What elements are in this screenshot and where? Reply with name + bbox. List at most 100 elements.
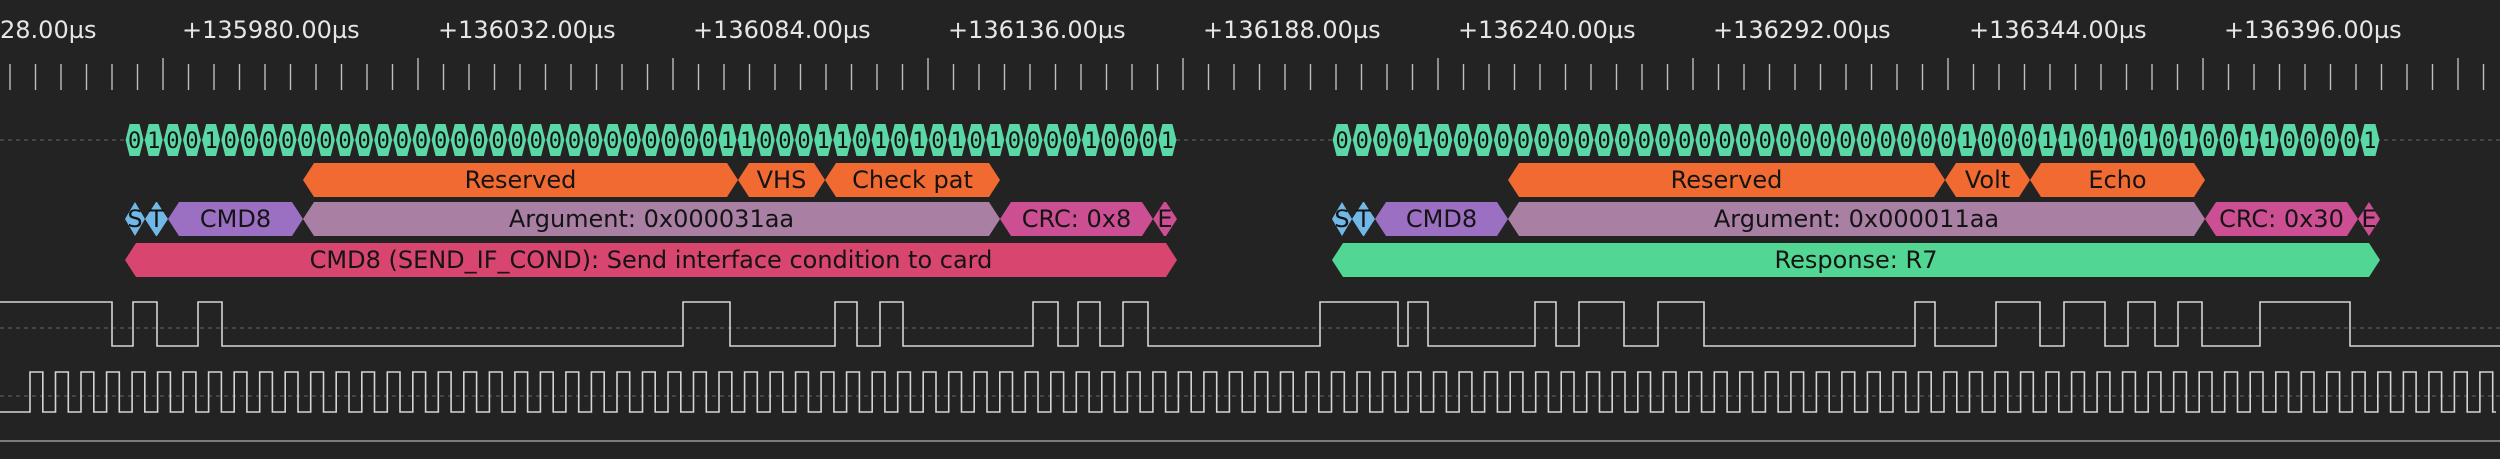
command-index[interactable] — [1375, 202, 1508, 236]
bit-cell[interactable] — [1005, 124, 1024, 156]
packet-annotation[interactable] — [1332, 243, 2380, 277]
bit-cell[interactable] — [833, 124, 852, 156]
crc-field[interactable] — [2205, 202, 2358, 236]
bit-cell[interactable] — [909, 124, 928, 156]
bit-cell[interactable] — [278, 124, 297, 156]
bit-cell[interactable] — [2299, 124, 2319, 156]
field-voltage[interactable] — [1945, 163, 2030, 197]
packet-annotation[interactable] — [125, 243, 1177, 277]
bit-cell[interactable] — [1453, 124, 1473, 156]
bit-cell[interactable] — [1413, 124, 1433, 156]
bit-cell[interactable] — [316, 124, 335, 156]
bit-cell[interactable] — [202, 124, 221, 156]
bit-cell[interactable] — [661, 124, 680, 156]
bit-cell[interactable] — [1675, 124, 1695, 156]
end-bit[interactable] — [1153, 202, 1177, 236]
bit-cell[interactable] — [1513, 124, 1533, 156]
bit-cell[interactable] — [412, 124, 431, 156]
bit-cell[interactable] — [1836, 124, 1856, 156]
bit-cell[interactable] — [603, 124, 622, 156]
bit-cell[interactable] — [1352, 124, 1372, 156]
bit-cell[interactable] — [795, 124, 813, 156]
bit-cell[interactable] — [1062, 124, 1081, 156]
bit-cell[interactable] — [852, 124, 871, 156]
bit-cell[interactable] — [125, 124, 144, 156]
bit-cell[interactable] — [336, 124, 354, 156]
bit-cell[interactable] — [1997, 124, 2017, 156]
command-index[interactable] — [168, 202, 303, 236]
bit-cell[interactable] — [1043, 124, 1062, 156]
bit-cell[interactable] — [2279, 124, 2299, 156]
bit-cell[interactable] — [1473, 124, 1493, 156]
bit-cell[interactable] — [1120, 124, 1139, 156]
bit-cell[interactable] — [2098, 124, 2118, 156]
bit-cell[interactable] — [1816, 124, 1836, 156]
bit-cell[interactable] — [2340, 124, 2360, 156]
bit-cell[interactable] — [1534, 124, 1554, 156]
bit-cell[interactable] — [2158, 124, 2178, 156]
bit-cell[interactable] — [2078, 124, 2098, 156]
bit-cell[interactable] — [1493, 124, 1513, 156]
bit-cell[interactable] — [680, 124, 699, 156]
bit-cell[interactable] — [871, 124, 890, 156]
bit-cell[interactable] — [1139, 124, 1158, 156]
bit-cell[interactable] — [489, 124, 507, 156]
bit-cell[interactable] — [2199, 124, 2219, 156]
bit-cell[interactable] — [393, 124, 412, 156]
bit-cell[interactable] — [1957, 124, 1977, 156]
bit-cell[interactable] — [565, 124, 584, 156]
field-echo[interactable] — [2030, 163, 2205, 197]
bit-cell[interactable] — [1158, 124, 1177, 156]
bit-cell[interactable] — [2219, 124, 2239, 156]
bit-cell[interactable] — [699, 124, 718, 156]
bit-cell[interactable] — [2360, 124, 2380, 156]
bit-cell[interactable] — [622, 124, 641, 156]
argument-field[interactable] — [303, 202, 1000, 236]
end-bit[interactable] — [2358, 202, 2380, 236]
bit-cell[interactable] — [163, 124, 182, 156]
bit-cell[interactable] — [1614, 124, 1634, 156]
bit-cell[interactable] — [469, 124, 488, 156]
bit-cell[interactable] — [2179, 124, 2199, 156]
bit-cell[interactable] — [584, 124, 603, 156]
cmd-line-waveform[interactable] — [0, 301, 2500, 347]
bit-cell[interactable] — [1735, 124, 1755, 156]
bit-cell[interactable] — [756, 124, 775, 156]
bit-cell[interactable] — [1433, 124, 1453, 156]
bit-cell[interactable] — [2118, 124, 2138, 156]
bit-cell[interactable] — [527, 124, 546, 156]
bit-cell[interactable] — [775, 124, 794, 156]
field-check-pattern[interactable] — [825, 163, 1000, 197]
bit-cell[interactable] — [2037, 124, 2057, 156]
start-bit[interactable] — [125, 202, 145, 236]
bit-cell[interactable] — [986, 124, 1005, 156]
bit-cell[interactable] — [928, 124, 947, 156]
bit-cell[interactable] — [1393, 124, 1413, 156]
bit-cell[interactable] — [1634, 124, 1654, 156]
bit-cell[interactable] — [1856, 124, 1876, 156]
bit-cell[interactable] — [1554, 124, 1574, 156]
argument-field[interactable] — [1508, 202, 2205, 236]
bit-cell[interactable] — [642, 124, 660, 156]
bit-cell[interactable] — [240, 124, 259, 156]
bit-cell[interactable] — [1332, 124, 1352, 156]
bit-cell[interactable] — [2239, 124, 2259, 156]
bit-cell[interactable] — [2259, 124, 2279, 156]
bit-cell[interactable] — [814, 124, 833, 156]
bit-cell[interactable] — [1574, 124, 1594, 156]
transmission-bit[interactable] — [145, 202, 168, 236]
bit-cell[interactable] — [2320, 124, 2340, 156]
bit-cell[interactable] — [1101, 124, 1120, 156]
bit-cell[interactable] — [450, 124, 469, 156]
bit-cell[interactable] — [1977, 124, 1997, 156]
bit-cell[interactable] — [546, 124, 565, 156]
bit-cell[interactable] — [1372, 124, 1392, 156]
bit-cell[interactable] — [1775, 124, 1795, 156]
field-reserved[interactable] — [303, 163, 738, 197]
start-bit[interactable] — [1332, 202, 1352, 236]
field-reserved[interactable] — [1508, 163, 1945, 197]
bit-cell[interactable] — [1081, 124, 1100, 156]
bit-cell[interactable] — [259, 124, 278, 156]
